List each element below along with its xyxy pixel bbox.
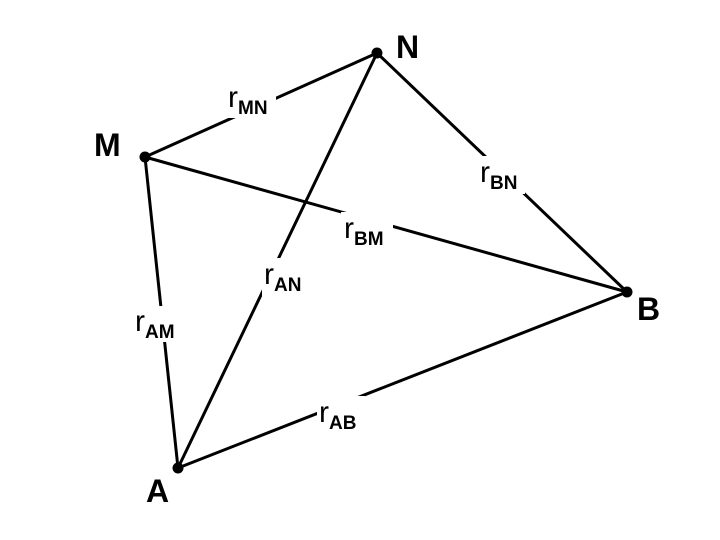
- edge-label-am-symbol: r: [135, 305, 145, 338]
- edge-label-backgrounds: [134, 82, 525, 434]
- edge-label-mn-symbol: r: [228, 81, 238, 114]
- edge-label-ab: rAB: [319, 396, 356, 434]
- node-n-dot: [371, 47, 383, 59]
- node-label-b: B: [637, 291, 660, 327]
- node-label-m: M: [94, 127, 121, 163]
- edge-label-bg-mn: [226, 82, 276, 118]
- edge-ab: [176, 290, 629, 470]
- edge-label-an: rAN: [264, 258, 301, 296]
- edge-label-bg-an: [262, 258, 312, 298]
- edge-label-ab-subscript: AB: [329, 413, 356, 434]
- edge-label-bg-am: [134, 306, 182, 342]
- node-label-n: N: [396, 29, 419, 65]
- edges: [143, 51, 629, 470]
- edge-label-bn-symbol: r: [480, 156, 490, 189]
- edge-labels: rMN rBN rBM rAN rAM rAB: [135, 81, 517, 434]
- edge-label-mn-subscript: MN: [238, 98, 268, 119]
- node-label-a: A: [146, 473, 169, 509]
- edge-label-mn: rMN: [228, 81, 268, 119]
- node-m-dot: [139, 151, 151, 163]
- edge-label-bg-bn: [477, 156, 525, 194]
- edge-label-am-subscript: AM: [145, 322, 175, 343]
- edge-label-am: rAM: [135, 305, 175, 343]
- node-b-dot: [621, 286, 633, 298]
- edge-label-bn-subscript: BN: [490, 173, 517, 194]
- edge-label-ab-symbol: r: [319, 396, 329, 429]
- edge-label-bg-ab: [317, 396, 365, 434]
- edge-label-an-subscript: AN: [274, 275, 301, 296]
- edge-label-bg-bm: [341, 212, 393, 250]
- edge-label-bm: rBM: [344, 212, 384, 250]
- edge-label-bm-symbol: r: [344, 212, 354, 245]
- nodes: [139, 47, 633, 474]
- edge-label-bn: rBN: [480, 156, 517, 194]
- edge-label-bm-subscript: BM: [354, 229, 384, 250]
- node-a-dot: [172, 462, 184, 474]
- node-labels: N M B A: [94, 29, 660, 509]
- edge-label-an-symbol: r: [264, 258, 274, 291]
